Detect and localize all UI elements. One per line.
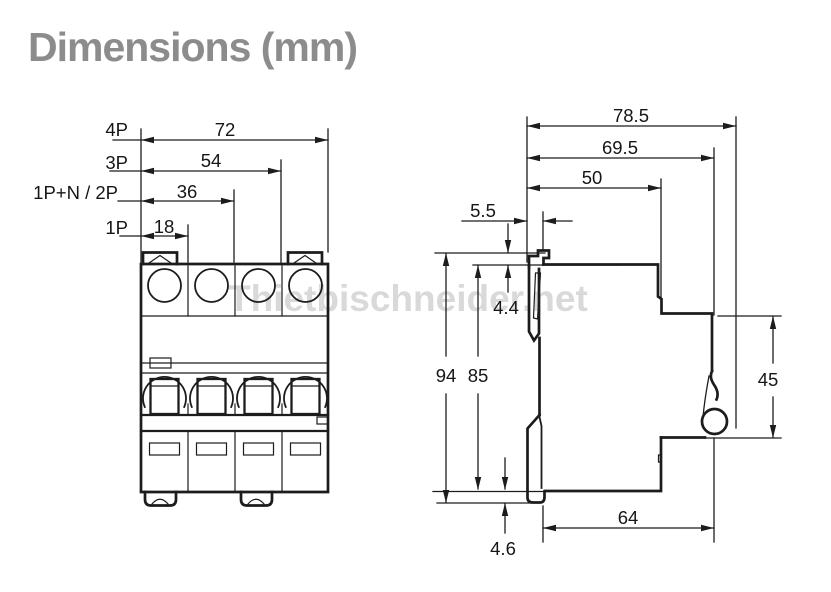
- front-pole-label-1p: 1P: [105, 217, 128, 238]
- side-view-dimension-lines: [432, 116, 782, 543]
- front-pole-label-1pn-2p: 1P+N / 2P: [33, 182, 118, 203]
- side-dim-45: 45: [757, 369, 779, 390]
- din-clip-top-hook: [527, 249, 551, 269]
- din-clip-bottom: [526, 413, 546, 504]
- bottom-mounting-tab: [239, 490, 274, 507]
- front-view-drawing: [109, 128, 330, 507]
- side-dim-78-5: 78.5: [612, 105, 649, 126]
- side-view-arrowheads: [442, 122, 777, 532]
- toggle-handle: [243, 377, 274, 416]
- toggle-arch: [189, 376, 234, 409]
- side-dim-85: 85: [467, 365, 489, 386]
- side-dim-4-4: 4.4: [493, 297, 519, 318]
- side-view-drawing: [432, 116, 782, 543]
- front-view-outline: [139, 251, 330, 507]
- front-pole-label-3p: 3P: [105, 152, 128, 173]
- side-dim-4-6: 4.6: [490, 538, 516, 559]
- din-clip-top: [527, 264, 541, 344]
- top-mounting-tab: [286, 251, 324, 266]
- side-dim-64: 64: [617, 507, 639, 528]
- front-dim-54: 54: [200, 150, 222, 171]
- front-dim-18: 18: [153, 216, 175, 237]
- front-pole-label-4p: 4P: [105, 119, 128, 140]
- front-dim-36: 36: [176, 181, 198, 202]
- toggle-handle: [149, 377, 180, 416]
- toggle-lever-profile: [709, 369, 719, 402]
- terminal-screw: [288, 268, 323, 303]
- top-mounting-tab: [141, 251, 179, 266]
- side-dim-5-5: 5.5: [470, 200, 496, 221]
- side-dim-94: 94: [435, 365, 457, 386]
- terminal-screw: [147, 268, 182, 303]
- toggle-handle: [196, 377, 227, 416]
- terminal-screw: [194, 268, 229, 303]
- side-dim-50: 50: [581, 167, 603, 188]
- page-title: Dimensions (mm): [28, 24, 358, 70]
- bottom-mounting-tab: [143, 490, 178, 507]
- toggle-arch: [236, 376, 281, 409]
- side-view-outline: [526, 249, 729, 504]
- side-dim-69-5: 69.5: [601, 137, 638, 158]
- din-clip-bottom-inner: [538, 415, 543, 489]
- toggle-handle: [290, 377, 321, 416]
- terminal-screw: [241, 268, 276, 303]
- front-view-internal-lines: [141, 254, 329, 505]
- toggle-arch: [142, 376, 187, 409]
- front-dim-72: 72: [214, 119, 236, 140]
- front-view-dimension-lines: [109, 128, 329, 263]
- front-view-arrowheads: [141, 136, 328, 240]
- toggle-lever-knob: [700, 407, 729, 436]
